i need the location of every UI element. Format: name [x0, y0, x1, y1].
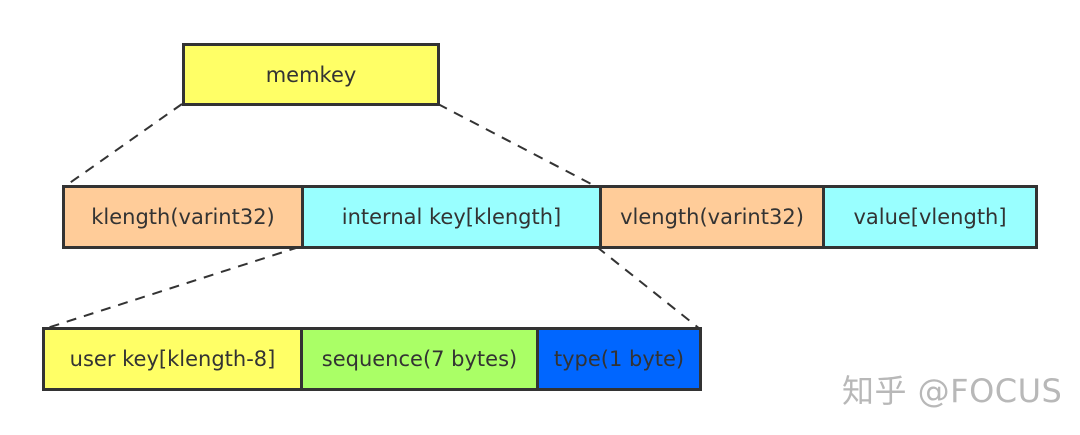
vlength-cell: vlength(varint32) [599, 185, 822, 249]
value-cell: value[vlength] [822, 185, 1038, 249]
watermark: 知乎 @FOCUS [842, 372, 1063, 410]
type-cell: type(1 byte) [536, 327, 702, 391]
internal-key-to-row-right-line [596, 246, 701, 330]
klength-label: klength(varint32) [91, 205, 275, 229]
internal-key-label: internal key[klength] [341, 205, 562, 229]
klength-cell: klength(varint32) [62, 185, 301, 249]
internal-key-cell: internal key[klength] [301, 185, 599, 249]
internal-key-to-row-left-line [43, 246, 300, 330]
sequence-cell: sequence(7 bytes) [300, 327, 536, 391]
type-label: type(1 byte) [553, 347, 685, 371]
user-key-cell: user key[klength-8] [42, 327, 300, 391]
memkey-label: memkey [265, 62, 357, 87]
sequence-label: sequence(7 bytes) [321, 347, 518, 371]
vlength-label: vlength(varint32) [620, 205, 804, 229]
value-label: value[vlength] [853, 205, 1007, 229]
user-key-label: user key[klength-8] [69, 347, 276, 371]
memkey-to-entry-left-line [63, 103, 183, 188]
internal-key-row: user key[klength-8] sequence(7 bytes) ty… [42, 327, 702, 391]
entry-row: klength(varint32) internal key[klength] … [62, 185, 1038, 249]
memkey-box: memkey [182, 43, 440, 106]
memkey-to-entry-right-line [437, 103, 598, 188]
